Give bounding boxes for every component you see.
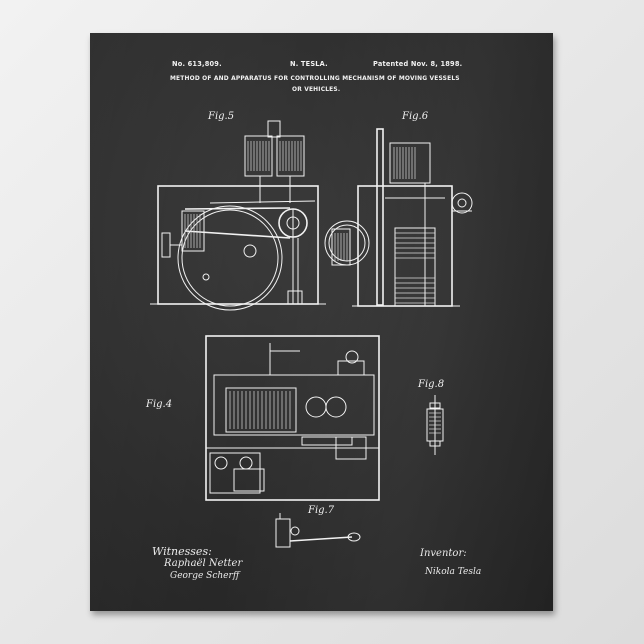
witnesses-label: Witnesses: [152, 545, 212, 558]
patent-poster: No. 613,809. N. TESLA. Patented Nov. 8, … [90, 33, 553, 611]
fig5-coil-left [245, 136, 272, 176]
fig5-large-wheel [178, 206, 282, 310]
inventor-signature: Nikola Tesla [425, 567, 481, 577]
fig7-bracket [276, 519, 290, 547]
witness-1-signature: Raphaël Netter [164, 558, 242, 569]
inventor-label: Inventor: [420, 548, 467, 559]
fig4-coil [226, 388, 296, 432]
patent-drawings [90, 33, 553, 611]
fig6-drawing [325, 129, 472, 306]
fig4-drawing [206, 336, 379, 500]
fig5-coil-right [277, 136, 304, 176]
fig7-drawing [276, 513, 360, 547]
witness-2-signature: George Scherff [170, 571, 239, 581]
fig8-drawing [427, 395, 443, 455]
fig6-coil-top [390, 143, 430, 183]
fig5-drawing [150, 121, 326, 310]
